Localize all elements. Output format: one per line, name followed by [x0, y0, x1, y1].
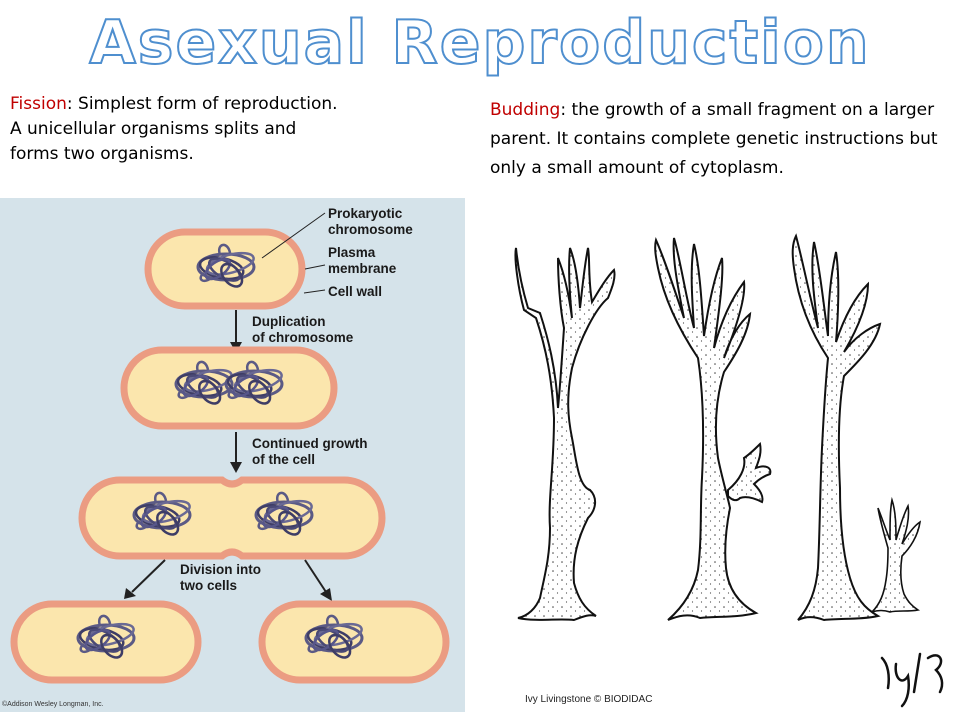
- cell-parent: [144, 228, 306, 310]
- step-duplication: Duplication: [252, 314, 326, 329]
- artist-signature: [880, 652, 944, 708]
- budding-description: Budding: the growth of a small fragment …: [490, 96, 950, 183]
- label-cell-wall: Cell wall: [328, 284, 382, 299]
- cell-dividing: [78, 476, 386, 560]
- step-duplication-2: of chromosome: [252, 330, 354, 345]
- label-plasma: Plasma: [328, 245, 376, 260]
- daughter-cell-left: [10, 600, 202, 684]
- fission-term: Fission: [10, 94, 67, 114]
- slide-title: Asexual Reproduction: [88, 7, 871, 79]
- step-division-2: two cells: [180, 578, 237, 593]
- hydra-parent-early: [514, 247, 616, 622]
- label-membrane: membrane: [328, 261, 397, 276]
- cell-duplicated: [120, 346, 338, 430]
- hydra-bud-detached: [871, 496, 922, 613]
- arrow-left-down-icon: [124, 588, 136, 599]
- hydra-credit: Ivy Livingstone © BIODIDAC: [525, 694, 653, 705]
- hydra-parent-with-bud: [654, 236, 772, 621]
- diagram-credit: ©Addison Wesley Longman, Inc.: [2, 700, 104, 708]
- step-division: Division into: [180, 562, 261, 577]
- step-growth: Continued growth: [252, 436, 367, 451]
- step-growth-2: of the cell: [252, 452, 315, 467]
- fission-definition: : Simplest form of reproduction. A unice…: [10, 94, 338, 164]
- label-prokaryotic: Prokaryotic: [328, 206, 403, 221]
- arrow-right-down-icon: [320, 588, 332, 601]
- hydra-budding-illustration: [488, 218, 960, 718]
- hydra-parent-released: [791, 233, 882, 622]
- daughter-cell-right: [258, 600, 450, 684]
- label-chromosome: chromosome: [328, 222, 413, 237]
- arrow-down-icon: [230, 462, 242, 473]
- fission-description: Fission: Simplest form of reproduction. …: [10, 92, 340, 167]
- budding-term: Budding: [490, 100, 561, 120]
- budding-definition: : the growth of a small fragment on a la…: [490, 100, 938, 178]
- binary-fission-diagram: Prokaryotic chromosome Plasma membrane C…: [0, 198, 465, 712]
